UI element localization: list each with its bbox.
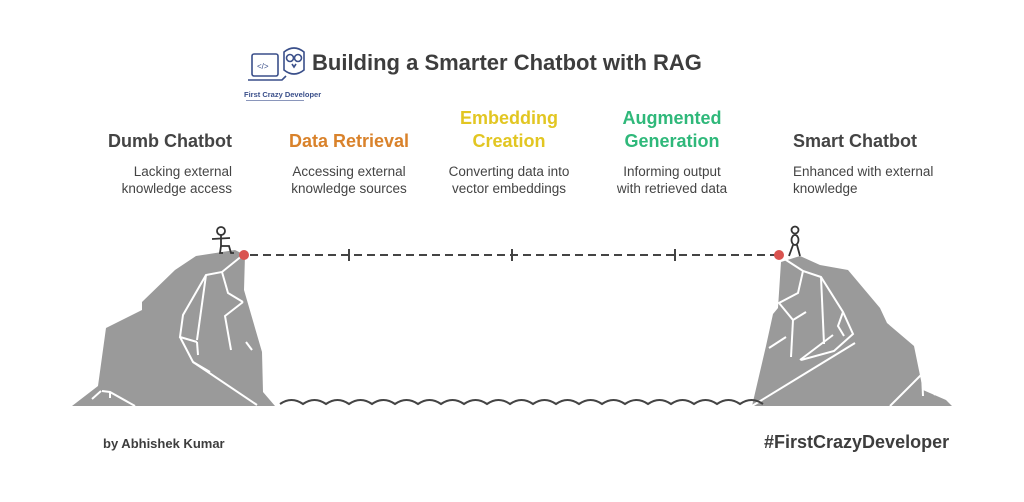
stage-desc-line: Informing output (623, 164, 721, 179)
stage-title-line: Smart Chatbot (793, 131, 918, 151)
stage-desc-line: Lacking external (133, 164, 232, 179)
stage-ticks (348, 249, 676, 261)
stage-title-dumb-chatbot: Dumb Chatbot (108, 130, 232, 153)
stage-title-line: Dumb Chatbot (108, 131, 232, 151)
right-cliff (751, 256, 952, 407)
end-marker (774, 250, 784, 260)
stage-desc-line: knowledge sources (291, 181, 407, 196)
stage-title-line: Data Retrieval (288, 131, 410, 151)
stage-desc-line: with retrieved data (616, 181, 728, 196)
stage-desc-line: vector embeddings (451, 181, 567, 196)
stage-desc-line: Converting data into (448, 164, 570, 179)
water-waves (279, 399, 764, 406)
stage-desc-embedding-creation: Converting data into vector embeddings (409, 163, 609, 197)
stage-desc-data-retrieval: Accessing external knowledge sources (249, 163, 449, 197)
stage-title-line: Augmented (622, 108, 722, 128)
stage-desc-line: knowledge (793, 181, 858, 196)
stage-title-data-retrieval: Data Retrieval (249, 130, 449, 153)
stage-title-line: Embedding (460, 108, 558, 128)
logo: </> (248, 47, 305, 81)
stage-desc-dumb-chatbot: Lacking external knowledge access (122, 163, 232, 197)
page-title: Building a Smarter Chatbot with RAG (312, 50, 702, 75)
stage-desc-line: knowledge access (121, 181, 232, 196)
svg-text:</>: </> (257, 62, 269, 71)
stage-title-line: Generation (624, 131, 720, 151)
stick-figure-right-icon (788, 225, 801, 257)
logo-text: First Crazy Developer (244, 90, 322, 99)
stage-desc-smart-chatbot: Enhanced with external knowledge (793, 163, 933, 197)
stage-title-line: Creation (472, 131, 546, 151)
stage-desc-line: Accessing external (292, 164, 406, 179)
start-marker (239, 250, 249, 260)
left-cliff (72, 250, 275, 407)
owl-icon (283, 47, 305, 75)
laptop-icon: </> (248, 53, 287, 81)
hashtag: #FirstCrazyDeveloper (764, 432, 950, 452)
stick-figure-left-icon (211, 226, 234, 254)
author-credit: by Abhishek Kumar (103, 436, 225, 451)
logo-tagline (246, 100, 304, 101)
stage-desc-augmented-generation: Informing output with retrieved data (572, 163, 772, 197)
stage-desc-line: Enhanced with external (793, 164, 934, 179)
stage-title-smart-chatbot: Smart Chatbot (793, 130, 917, 153)
